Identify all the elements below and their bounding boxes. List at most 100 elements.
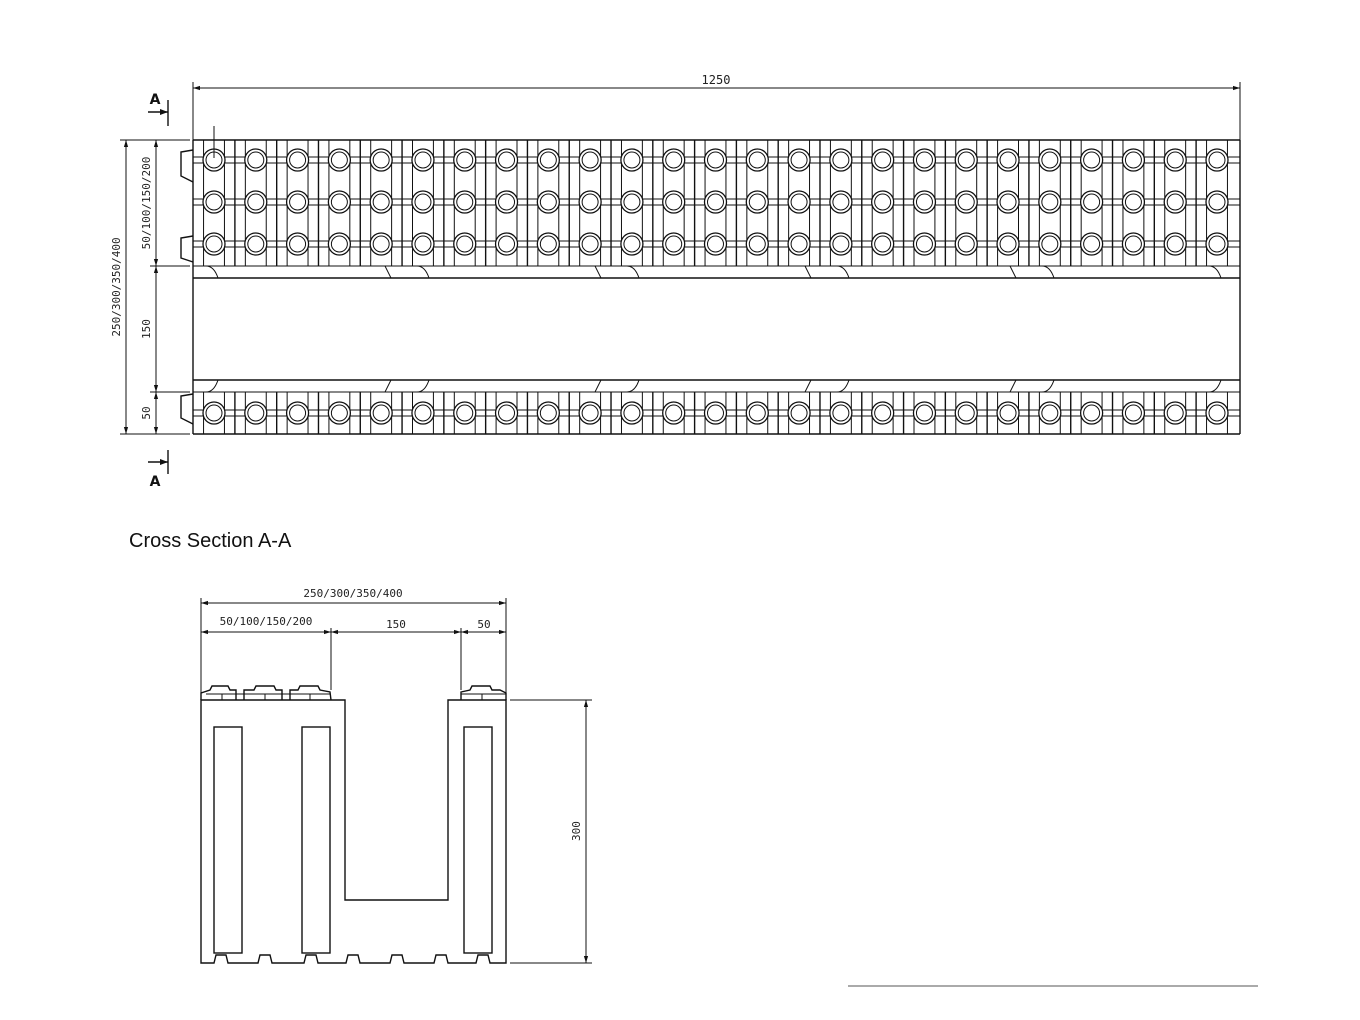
grating-hole bbox=[829, 232, 853, 256]
dimension-right-band-label: 50 bbox=[140, 406, 153, 419]
grating-hole bbox=[1205, 190, 1229, 214]
grating-hole bbox=[787, 148, 811, 172]
grating-hole bbox=[202, 401, 226, 425]
grating-hole bbox=[1205, 232, 1229, 256]
grating-hole bbox=[996, 190, 1020, 214]
grating-hole bbox=[1079, 232, 1104, 256]
grating-hole bbox=[578, 190, 602, 214]
grating-hole bbox=[871, 401, 895, 425]
grating-hole bbox=[954, 401, 978, 425]
grating-hole bbox=[1205, 401, 1229, 425]
cross-section-dimensions: 250/300/350/400 50/100/150/200 150 50 30… bbox=[200, 587, 592, 964]
grating-hole bbox=[703, 401, 728, 425]
grating-hole bbox=[829, 148, 853, 172]
grating-hole bbox=[1079, 148, 1104, 172]
grating-hole bbox=[1121, 401, 1146, 425]
grating-hole bbox=[369, 401, 393, 425]
dimension-width-total-label: 250/300/350/400 bbox=[110, 237, 123, 336]
grating-hole bbox=[871, 148, 895, 172]
grating-hole bbox=[829, 190, 853, 214]
grating-hole bbox=[453, 401, 477, 425]
grating-hole bbox=[411, 401, 435, 425]
grating-hole bbox=[662, 148, 686, 172]
grating-hole bbox=[829, 401, 853, 425]
grating-hole bbox=[1121, 190, 1146, 214]
grating-hole bbox=[1038, 232, 1062, 256]
grating-hole bbox=[244, 232, 268, 256]
grating-hole bbox=[996, 401, 1020, 425]
grating-hole bbox=[536, 190, 560, 214]
grating-hole bbox=[369, 148, 393, 172]
grating-hole bbox=[662, 190, 686, 214]
grating-hole bbox=[745, 148, 769, 172]
cross-section-profile bbox=[200, 685, 507, 964]
grating-hole bbox=[912, 401, 937, 425]
grating-hole bbox=[1079, 401, 1104, 425]
section-marker-top-label: A bbox=[150, 92, 161, 108]
grating-hole bbox=[1038, 148, 1062, 172]
grating-hole bbox=[1163, 190, 1187, 214]
grating-hole bbox=[954, 148, 978, 172]
grating-hole bbox=[202, 190, 226, 214]
grating-hole bbox=[494, 232, 519, 256]
grating-hole bbox=[411, 190, 435, 214]
grating-hole bbox=[745, 232, 769, 256]
cross-section-view: 250/300/350/400 50/100/150/200 150 50 30… bbox=[200, 587, 592, 964]
cross-section-height-label: 300 bbox=[570, 821, 583, 841]
grating-top-band bbox=[193, 140, 1240, 266]
grating-hole bbox=[1163, 232, 1187, 256]
cross-section-channel-label: 150 bbox=[386, 618, 406, 631]
grating-hole bbox=[996, 232, 1020, 256]
grating-hole bbox=[285, 232, 310, 256]
grating-bottom-band bbox=[193, 392, 1240, 434]
cross-section-title: Cross Section A-A bbox=[129, 530, 292, 552]
grating-hole bbox=[871, 190, 895, 214]
grating-hole bbox=[1121, 148, 1146, 172]
grating-hole bbox=[453, 232, 477, 256]
grating-hole bbox=[787, 232, 811, 256]
grating-hole bbox=[244, 148, 268, 172]
grating-hole bbox=[494, 148, 519, 172]
cross-section-width-label: 250/300/350/400 bbox=[303, 587, 402, 600]
grating-hole bbox=[411, 148, 435, 172]
grating-hole bbox=[327, 232, 352, 256]
support-bracket bbox=[804, 265, 850, 393]
grating-hole bbox=[745, 190, 769, 214]
unit-outline bbox=[180, 139, 1241, 435]
cavity-right bbox=[463, 726, 493, 954]
grating-hole bbox=[912, 190, 937, 214]
grating-hole bbox=[662, 232, 686, 256]
grating-hole bbox=[536, 148, 560, 172]
grating-hole bbox=[787, 401, 811, 425]
support-bracket bbox=[1009, 265, 1055, 393]
section-marker-bottom-label: A bbox=[150, 474, 161, 490]
dimension-channel-label: 150 bbox=[140, 319, 153, 339]
support-bracket bbox=[594, 265, 640, 393]
section-marker-bottom: A bbox=[148, 450, 169, 490]
grating-hole bbox=[620, 232, 644, 256]
cavity-left bbox=[213, 726, 243, 954]
grating-hole bbox=[662, 401, 686, 425]
grating-hole bbox=[285, 401, 310, 425]
grating-hole bbox=[327, 190, 352, 214]
grating-hole bbox=[1038, 401, 1062, 425]
grating-hole bbox=[244, 190, 268, 214]
support-bracket bbox=[205, 265, 219, 393]
grating-hole bbox=[996, 148, 1020, 172]
dimension-length: 1250 bbox=[192, 73, 1241, 140]
grating-hole bbox=[327, 148, 352, 172]
grating-hole bbox=[285, 190, 310, 214]
grating-hole bbox=[620, 148, 644, 172]
grating-hole bbox=[1079, 190, 1104, 214]
grating-hole bbox=[578, 401, 602, 425]
grating-hole bbox=[1205, 148, 1229, 172]
grating-hole bbox=[578, 232, 602, 256]
channel-supports bbox=[205, 265, 1222, 393]
grating-hole bbox=[620, 401, 644, 425]
cross-section-left-band-label: 50/100/150/200 bbox=[220, 615, 313, 628]
grating-hole bbox=[871, 232, 895, 256]
grating-hole bbox=[285, 148, 310, 172]
grating-hole bbox=[369, 190, 393, 214]
dimension-left-band-label: 50/100/150/200 bbox=[140, 157, 153, 250]
